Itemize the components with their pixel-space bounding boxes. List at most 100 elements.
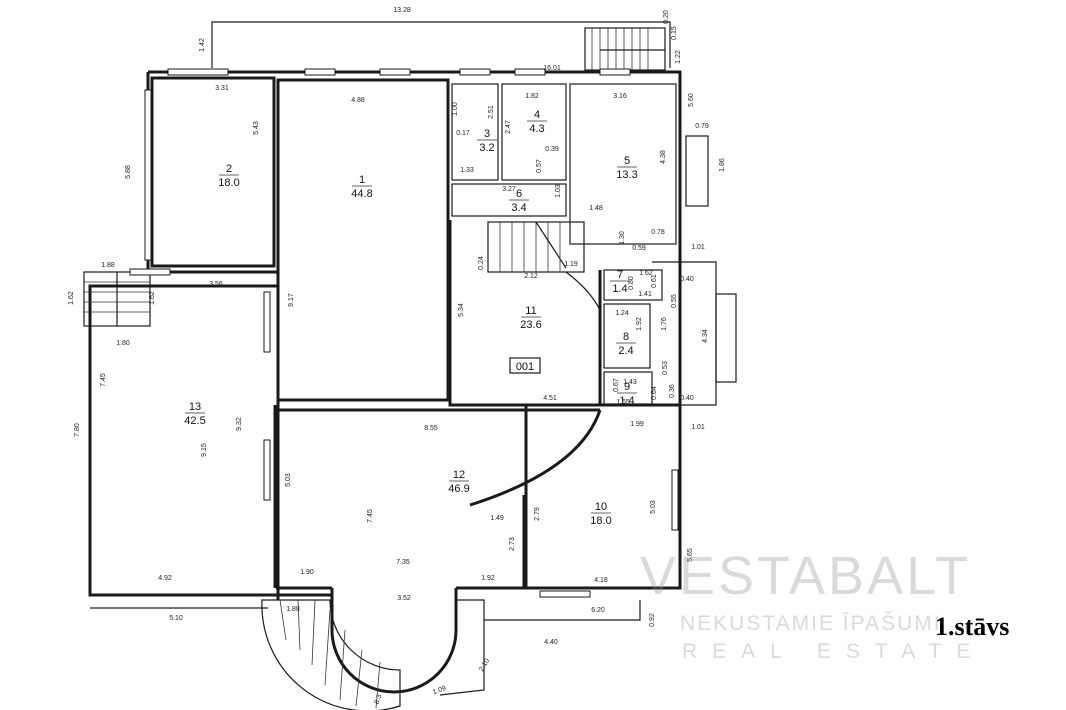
window bbox=[599, 68, 631, 76]
room-number: 12 bbox=[453, 469, 465, 481]
dimension-label: 1.09 bbox=[432, 685, 447, 696]
dimension-label: 1.65 bbox=[616, 399, 630, 406]
dimension-label: 3.56 bbox=[209, 281, 223, 288]
dimension-label: 4.40 bbox=[544, 639, 558, 646]
dimension-label: 1.01 bbox=[691, 424, 705, 431]
dimension-label: 13.28 bbox=[393, 7, 411, 14]
room-3-walls bbox=[451, 83, 499, 181]
stair-code: 001 bbox=[516, 361, 534, 373]
dimension-label: 5.88 bbox=[125, 165, 132, 179]
window bbox=[304, 68, 336, 76]
dimension-label: 1.41 bbox=[638, 291, 652, 298]
dimension-label: 4.92 bbox=[158, 575, 172, 582]
dimension-label: 2.12 bbox=[524, 273, 538, 280]
window bbox=[144, 89, 152, 261]
room-6-walls bbox=[451, 183, 567, 217]
dimension-label: 0.92 bbox=[649, 613, 656, 627]
dimension-label: 6.20 bbox=[591, 607, 605, 614]
dimension-label: 7.80 bbox=[74, 423, 81, 437]
dimension-label: 1.76 bbox=[661, 317, 668, 331]
dimension-label: 1.22 bbox=[675, 50, 682, 64]
dimension-label: 1.92 bbox=[481, 575, 495, 582]
room-2-walls bbox=[150, 76, 276, 268]
dimension-label: 0.17 bbox=[456, 130, 470, 137]
room-area: 46.9 bbox=[448, 483, 469, 495]
window bbox=[167, 68, 229, 76]
dimension-label: 0.15 bbox=[671, 26, 678, 40]
terrace-outline-bottom bbox=[439, 599, 485, 696]
dimension-label: 0.55 bbox=[671, 294, 678, 308]
window bbox=[671, 469, 679, 531]
room-area: 18.0 bbox=[590, 515, 611, 527]
dimension-label: 0.67 bbox=[613, 378, 620, 392]
dimension-label: 5.03 bbox=[650, 500, 657, 514]
dimension-label: 1.33 bbox=[460, 167, 474, 174]
room-area: 2.4 bbox=[618, 345, 633, 357]
room-area: 3.4 bbox=[511, 202, 526, 214]
window bbox=[539, 590, 591, 598]
dimension-label: 1.99 bbox=[630, 421, 644, 428]
dimension-label: 8.55 bbox=[424, 425, 438, 432]
dimension-label: 1.49 bbox=[490, 515, 504, 522]
room-4-walls bbox=[501, 83, 567, 181]
room-number: 5 bbox=[624, 155, 630, 167]
room-11-walls bbox=[448, 220, 602, 407]
window bbox=[459, 68, 491, 76]
dimension-label: 5.10 bbox=[169, 615, 183, 622]
exterior-wall-left-upper bbox=[146, 72, 278, 274]
dimension-label: 1.88 bbox=[286, 606, 300, 613]
dimension-label: 5.60 bbox=[688, 93, 695, 107]
dimension-label: 1.80 bbox=[116, 340, 130, 347]
exterior-wall-right-lower bbox=[526, 405, 682, 590]
watermark-brand: VESTABALT bbox=[640, 546, 972, 606]
balcony-right-top bbox=[685, 135, 709, 207]
bay-window-wall bbox=[330, 588, 458, 694]
terrace-outline-top bbox=[211, 21, 671, 68]
room-1-walls bbox=[276, 78, 450, 402]
dimension-label: 0.59 bbox=[632, 245, 646, 252]
dimension-label: 2.47 bbox=[505, 120, 512, 134]
dimension-label: 1.00 bbox=[452, 102, 459, 116]
dimension-label: 1.30 bbox=[619, 231, 626, 245]
dimension-label: 5.65 bbox=[687, 548, 694, 562]
dimension-label: 0.40 bbox=[680, 276, 694, 283]
dimension-label: 9.15 bbox=[201, 443, 208, 457]
curved-wall bbox=[469, 409, 602, 507]
room-number: 7 bbox=[617, 269, 623, 281]
dimension-label: 1.01 bbox=[691, 244, 705, 251]
dimension-label: 1.24 bbox=[615, 310, 629, 317]
room-number: 13 bbox=[189, 401, 201, 413]
dimension-label: 1.03 bbox=[555, 184, 562, 198]
window bbox=[379, 68, 411, 76]
dimension-label: 1.90 bbox=[300, 569, 314, 576]
room-number: 1 bbox=[359, 174, 365, 186]
room-area: 4.3 bbox=[529, 123, 544, 135]
room-number: 11 bbox=[525, 305, 536, 317]
room-9-walls bbox=[603, 371, 653, 405]
dimension-label: 0.64 bbox=[651, 386, 658, 400]
dimension-label: 5.03 bbox=[285, 473, 292, 487]
room-area: 1.4 bbox=[619, 395, 634, 407]
balcony-right-mid bbox=[715, 293, 737, 383]
dimension-label: 8.3 bbox=[374, 694, 384, 706]
dimension-label: 4.18 bbox=[594, 577, 608, 584]
dimension-label: 2.73 bbox=[509, 537, 516, 551]
dimension-label: 1.19 bbox=[564, 261, 578, 268]
room-number: 8 bbox=[623, 331, 629, 343]
window bbox=[129, 268, 171, 276]
room-area: 44.8 bbox=[351, 188, 372, 200]
room-area: 18.0 bbox=[218, 177, 239, 189]
dimension-label: 1.86 bbox=[719, 158, 726, 172]
dimension-label: 1.62 bbox=[639, 270, 653, 277]
dimension-label: 5.43 bbox=[253, 121, 260, 135]
dimension-label: 0.78 bbox=[651, 229, 665, 236]
window bbox=[263, 291, 271, 353]
room-area: 42.5 bbox=[184, 415, 205, 427]
room-number: 10 bbox=[595, 501, 607, 513]
dimension-label: 16.01 bbox=[543, 65, 561, 72]
dimension-label: 0.36 bbox=[669, 384, 676, 398]
room-number: 4 bbox=[534, 109, 540, 121]
dimension-label: 2.10 bbox=[478, 658, 491, 673]
exterior-wall-left-lower bbox=[88, 284, 278, 597]
room-8-walls bbox=[603, 303, 651, 369]
